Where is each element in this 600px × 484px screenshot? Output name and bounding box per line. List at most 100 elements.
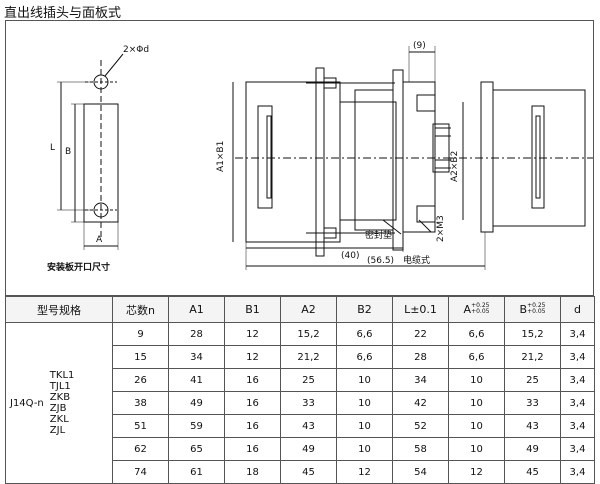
- table-cell: 12: [224, 322, 281, 346]
- table-cell: 10: [336, 437, 393, 461]
- header-b: B+0.25+0.05: [504, 296, 561, 323]
- table-cell: 52: [392, 414, 449, 438]
- table-cell: 16: [224, 414, 281, 438]
- end-clamp: [531, 105, 545, 209]
- table-cell: 65: [168, 437, 225, 461]
- clamp-slot-left: [266, 115, 272, 199]
- dim-40-label: (40): [341, 251, 359, 261]
- model-cell: J14Q-n TKL1 TJL1 ZKB ZJB ZKL ZJL: [5, 322, 113, 484]
- table-cell: 3,4: [560, 391, 595, 415]
- pin-block: [432, 123, 450, 173]
- receptacle-nut-bottom: [416, 205, 436, 223]
- table-cell: 15: [112, 345, 169, 369]
- panel-cutout-view: [57, 53, 124, 250]
- table-cell: 54: [392, 460, 449, 484]
- table-cell: 10: [448, 391, 505, 415]
- table-cell: 45: [280, 460, 337, 484]
- table-cell: 12: [224, 345, 281, 369]
- end-flange: [480, 81, 494, 233]
- screw-label: 2×M3: [436, 215, 446, 242]
- technical-drawing: 2×Φd L B A 安装板开口尺寸 A1×B1 A2×B2 (9) (40) …: [47, 41, 593, 273]
- seal-leader: [382, 219, 402, 235]
- header-l: L±0.1: [392, 296, 449, 323]
- table-cell: 15,2: [280, 322, 337, 346]
- header-a2: A2: [280, 296, 337, 323]
- table-cell: 45: [504, 460, 561, 484]
- table-cell: 6,6: [336, 345, 393, 369]
- header-cores: 芯数n: [112, 296, 169, 323]
- table-cell: 49: [504, 437, 561, 461]
- dim-A-label: A: [96, 235, 103, 245]
- table-cell: 10: [448, 368, 505, 392]
- header-b2: B2: [336, 296, 393, 323]
- table-cell: 16: [224, 368, 281, 392]
- table-cell: 6,6: [336, 322, 393, 346]
- table-cell: 41: [168, 368, 225, 392]
- cutout-caption: 安装板开口尺寸: [47, 261, 110, 273]
- receptacle-body: [402, 81, 436, 233]
- receptacle-end-view: [475, 81, 593, 233]
- table-cell: 49: [168, 391, 225, 415]
- table-cell: 61: [168, 460, 225, 484]
- table-cell: 34: [168, 345, 225, 369]
- table-cell: 33: [280, 391, 337, 415]
- screw-leader: [418, 219, 432, 233]
- header-a: A+0.25+0.05: [448, 296, 505, 323]
- table-cell: 10: [448, 414, 505, 438]
- mating-body: [354, 89, 394, 231]
- dim-9-label: (9): [413, 41, 426, 51]
- table-cell: 21,2: [280, 345, 337, 369]
- table-cell: 12: [336, 460, 393, 484]
- table-cell: 10: [336, 391, 393, 415]
- dim-565-label: (56.5): [367, 256, 394, 266]
- header-a1: A1: [168, 296, 225, 323]
- table-cell: 6,6: [448, 345, 505, 369]
- table-cell: 10: [336, 414, 393, 438]
- table-cell: 3,4: [560, 345, 595, 369]
- table-cell: 43: [280, 414, 337, 438]
- drawing-frame: [5, 20, 594, 296]
- receptacle-flange: [392, 69, 404, 251]
- table-cell: 51: [112, 414, 169, 438]
- header-d: d: [560, 296, 595, 323]
- table-cell: 28: [168, 322, 225, 346]
- table-cell: 59: [168, 414, 225, 438]
- table-cell: 43: [504, 414, 561, 438]
- page-title: 直出线插头与面板式: [4, 6, 122, 21]
- model-name: J14Q-n: [10, 397, 44, 409]
- table-cell: 25: [280, 368, 337, 392]
- dim-B-label: B: [65, 147, 71, 157]
- table-cell: 9: [112, 322, 169, 346]
- table-cell: 42: [392, 391, 449, 415]
- table-cell: 16: [224, 391, 281, 415]
- table-cell: 3,4: [560, 460, 595, 484]
- table-cell: 10: [336, 368, 393, 392]
- table-cell: 21,2: [504, 345, 561, 369]
- table-cell: 6,6: [448, 322, 505, 346]
- table-cell: 18: [224, 460, 281, 484]
- connector-side-view: [235, 67, 475, 257]
- seal-label: 密封垫: [365, 229, 392, 241]
- table-cell: 28: [392, 345, 449, 369]
- style-label: 电缆式: [403, 254, 430, 266]
- table-cell: 3,4: [560, 414, 595, 438]
- table-cell: 16: [224, 437, 281, 461]
- end-clamp-slot: [535, 115, 541, 199]
- dim-A1B1-label: A1×B1: [216, 141, 226, 172]
- plug-shell: [339, 101, 397, 221]
- spec-table: 型号规格 芯数n A1 B1 A2 B2 L±0.1 A+0.25+0.05 B…: [5, 296, 595, 484]
- header-model: 型号规格: [5, 296, 113, 323]
- table-cell: 10: [448, 437, 505, 461]
- table-cell: 38: [112, 391, 169, 415]
- table-cell: 34: [392, 368, 449, 392]
- table-header-row: 型号规格 芯数n A1 B1 A2 B2 L±0.1 A+0.25+0.05 B…: [5, 296, 595, 323]
- series-list: TKL1 TJL1 ZKB ZJB ZKL ZJL: [49, 370, 75, 436]
- header-b1: B1: [224, 296, 281, 323]
- table-cell: 26: [112, 368, 169, 392]
- table-cell: 3,4: [560, 368, 595, 392]
